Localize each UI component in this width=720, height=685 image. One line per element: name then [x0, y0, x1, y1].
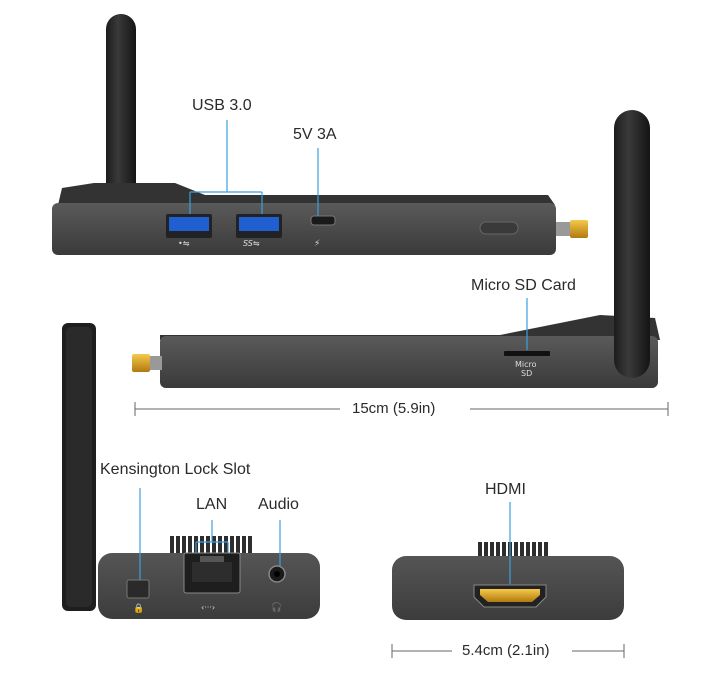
device-front-view [62, 323, 320, 619]
device-top-view [52, 14, 588, 255]
ss-usb-symbol-mark: SS⇋ [243, 239, 260, 248]
length-dimension-line [134, 402, 669, 416]
width-dimension-line [391, 644, 625, 658]
device-middle-view [132, 110, 669, 416]
microsd-mark-line2: SD [521, 369, 532, 378]
lan-label: LAN [196, 496, 228, 513]
width-label: 5.4cm (2.1in) [462, 642, 550, 659]
microsd-label: Micro SD Card [471, 277, 576, 294]
usb-callout-line [189, 120, 263, 214]
hdmi-label: HDMI [485, 481, 526, 498]
gold-connector-left [132, 354, 150, 372]
lock-symbol-mark: 🔒 [133, 603, 144, 614]
microsd-mark-line1: Micro [515, 360, 537, 369]
power-symbol-mark: ⚡ [314, 239, 320, 249]
usb-symbol-mark: •⇋ [178, 239, 190, 248]
power-button [479, 221, 519, 235]
lan-callout-line [195, 520, 229, 553]
device-hdmi-view [391, 502, 625, 658]
antenna-middle [614, 110, 650, 378]
power-label: 5V 3A [293, 126, 337, 143]
power-port [310, 215, 336, 226]
antenna-top [106, 14, 136, 199]
device-middle-body [160, 336, 658, 388]
lan-symbol-mark: ‹···› [201, 603, 215, 612]
kensington-label: Kensington Lock Slot [100, 461, 251, 478]
audio-symbol-mark: 🎧 [271, 601, 282, 613]
microsd-slot [504, 351, 550, 356]
length-label: 15cm (5.9in) [352, 400, 436, 417]
audio-label: Audio [258, 496, 299, 513]
kensington-slot [126, 579, 150, 599]
gold-connector-right [570, 220, 588, 238]
usb3-label: USB 3.0 [192, 97, 252, 114]
